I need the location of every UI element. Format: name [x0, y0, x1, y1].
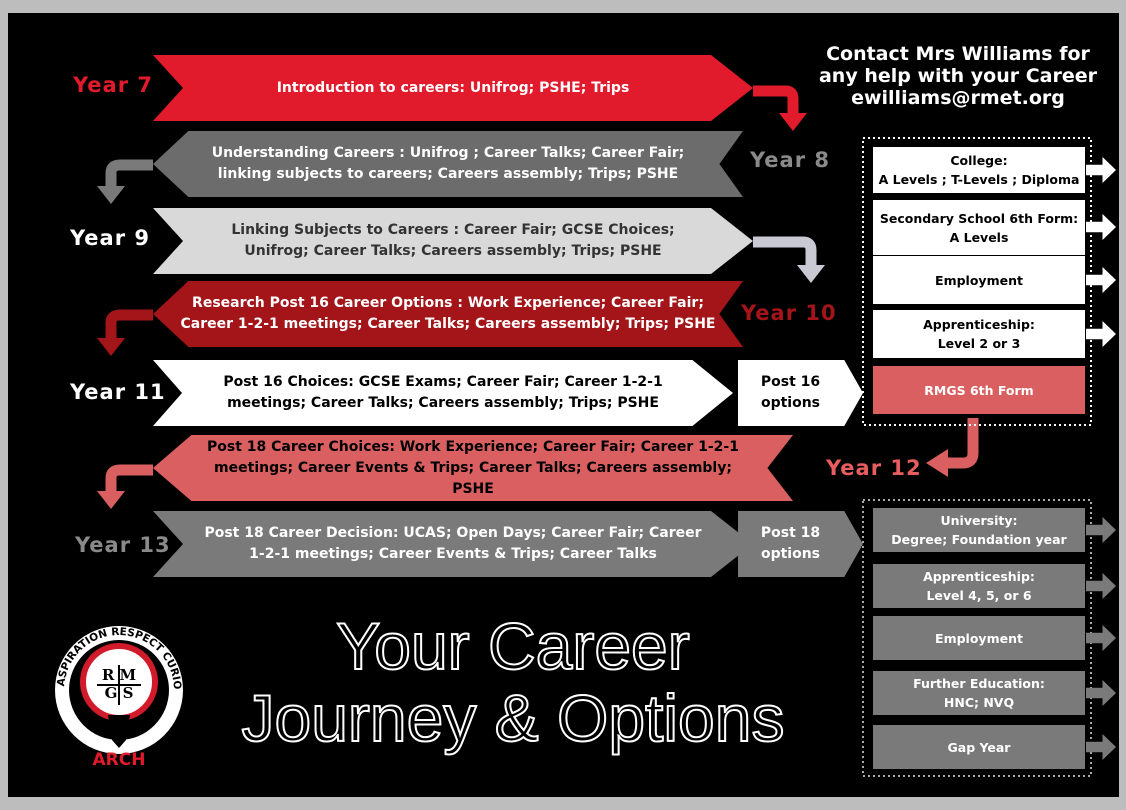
- option-further-education-sub: HNC; NVQ: [943, 695, 1015, 710]
- option-sixth-form-title: Secondary School 6th Form:: [879, 210, 1079, 226]
- connector-8-9: [105, 159, 153, 186]
- option-employment-16-title: Employment: [935, 272, 1023, 288]
- connector-11-12: [948, 418, 979, 469]
- option-employment-16: Employment: [873, 256, 1085, 304]
- connector-10-11-head: [97, 338, 125, 356]
- option-rmgs-sixth-form-title: RMGS 6th Form: [924, 382, 1034, 398]
- option-sixth-form: Secondary School 6th Form: A Levels: [873, 200, 1085, 255]
- year-8-text: Understanding Careers : Unifrog ; Career…: [211, 145, 685, 182]
- option-apprenticeship-16-sub: Level 2 or 3: [937, 336, 1021, 351]
- option-employment-18-title: Employment: [935, 630, 1023, 646]
- connector-9-10: [753, 236, 817, 265]
- option-apprenticeship-16-title: Apprenticeship:: [923, 317, 1035, 332]
- poster-title-line-1: Your Career: [335, 609, 690, 683]
- option-apprenticeship-18-title: Apprenticeship:: [923, 569, 1035, 584]
- option-university-sub: Degree; Foundation year: [891, 532, 1067, 547]
- contact-line-2: any help with your Career: [818, 65, 1097, 87]
- option-college-title: College:: [950, 153, 1008, 168]
- option-apprenticeship-16: Apprenticeship: Level 2 or 3: [873, 310, 1085, 358]
- year-12-label: Year 12: [826, 456, 922, 480]
- post-18-arrow: Post 18 options: [738, 511, 863, 577]
- year-9-text: Linking Subjects to Careers : Career Fai…: [231, 222, 675, 259]
- year-7-label: Year 7: [73, 73, 153, 97]
- post-16-text: Post 16 options: [760, 374, 821, 411]
- post-18-text: Post 18 options: [760, 525, 821, 562]
- year-12-arrow: Post 18 Career Choices: Work Experience;…: [153, 435, 793, 501]
- contact-email: ewilliams@rmet.org: [851, 87, 1065, 109]
- year-7-text: Introduction to careers: Unifrog; PSHE; …: [276, 79, 630, 96]
- connector-7-8: [753, 85, 799, 113]
- connector-10-11: [105, 309, 153, 338]
- logo-arch-text: ARCH: [93, 750, 146, 770]
- connector-9-10-head: [797, 265, 825, 283]
- year-13-label: Year 13: [75, 533, 171, 557]
- connector-11-12-head: [926, 449, 948, 477]
- poster-title-line-2: Journey & Options: [241, 681, 786, 755]
- year-8-arrow: Understanding Careers : Unifrog ; Career…: [153, 131, 743, 197]
- option-gap-year-title: Gap Year: [947, 739, 1011, 755]
- contact-block: Contact Mrs Williams for any help with y…: [798, 43, 1118, 109]
- year-13-arrow: Post 18 Career Decision: UCAS; Open Days…: [153, 511, 753, 577]
- year-9-label: Year 9: [70, 226, 150, 250]
- post-16-arrow: Post 16 options: [738, 360, 863, 426]
- year-10-arrow: Research Post 16 Career Options : Work E…: [153, 281, 743, 347]
- option-further-education-title: Further Education:: [913, 676, 1045, 691]
- option-college: College: A Levels ; T-Levels ; Diploma: [873, 147, 1085, 193]
- year-10-label: Year 10: [741, 301, 837, 325]
- option-rmgs-sixth-form: RMGS 6th Form: [873, 366, 1085, 414]
- year-13-text: Post 18 Career Decision: UCAS; Open Days…: [204, 525, 702, 562]
- arch-logo: ASPIRATION RESPECT CURIOSITY HAPPINESS R…: [48, 610, 183, 770]
- connector-8-9-head: [97, 186, 125, 204]
- year-9-arrow: Linking Subjects to Careers : Career Fai…: [153, 208, 753, 274]
- year-12-text: Post 18 Career Choices: Work Experience;…: [207, 438, 739, 497]
- year-10-text: Research Post 16 Career Options : Work E…: [180, 295, 716, 332]
- option-further-education: Further Education: HNC; NVQ: [873, 671, 1085, 715]
- option-sixth-form-sub: A Levels: [949, 229, 1009, 245]
- year-11-text: Post 16 Choices: GCSE Exams; Career Fair…: [223, 374, 663, 411]
- option-university: University: Degree; Foundation year: [873, 508, 1085, 552]
- contact-line-1: Contact Mrs Williams for: [826, 43, 1090, 65]
- year-7-arrow: Introduction to careers: Unifrog; PSHE; …: [153, 55, 753, 121]
- career-poster: Contact Mrs Williams for any help with y…: [8, 13, 1119, 797]
- option-university-title: University:: [940, 513, 1018, 528]
- option-gap-year: Gap Year: [873, 725, 1085, 769]
- year-8-label: Year 8: [750, 148, 830, 172]
- poster-title: Your Career Journey & Options: [188, 609, 838, 755]
- logo-feather: [108, 715, 130, 748]
- option-apprenticeship-18: Apprenticeship: Level 4, 5, or 6: [873, 564, 1085, 608]
- option-employment-18: Employment: [873, 616, 1085, 660]
- connector-12-13-head: [97, 491, 125, 509]
- connector-12-13: [105, 464, 153, 491]
- year-11-arrow: Post 16 Choices: GCSE Exams; Career Fair…: [153, 360, 733, 426]
- connector-7-8-head: [779, 113, 807, 131]
- option-college-sub: A Levels ; T-Levels ; Diploma: [878, 172, 1080, 187]
- option-apprenticeship-18-sub: Level 4, 5, or 6: [926, 588, 1032, 603]
- year-11-label: Year 11: [70, 380, 166, 404]
